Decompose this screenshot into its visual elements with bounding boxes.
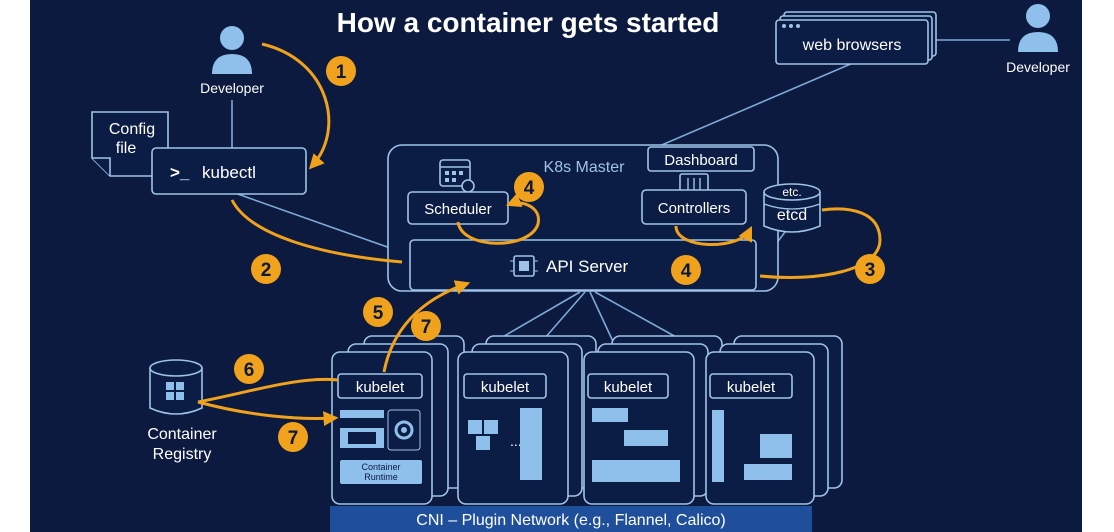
scheduler-label: Scheduler (424, 201, 492, 218)
kubectl-box[interactable] (151, 147, 307, 195)
developer-left-label: Developer (200, 80, 264, 96)
step-badge-1 (326, 56, 356, 86)
node-2-ellipsis: ... (510, 433, 522, 449)
node-4-kubelet-label: kubelet (727, 379, 776, 396)
container-icon (340, 410, 384, 448)
etcd-database-icon (763, 183, 821, 233)
node-4-pod-block-2 (760, 434, 792, 458)
step-badge-3-label: 3 (865, 260, 876, 281)
etc-label: etc. (782, 185, 801, 199)
step-badge-7b (278, 422, 308, 452)
step-badge-6-label: 6 (244, 360, 255, 381)
chip-icon (510, 255, 538, 277)
node-2-kubelet-box[interactable] (463, 373, 547, 399)
web-browsers-icon (775, 11, 937, 65)
node-3-pod-block-3 (592, 460, 680, 482)
node-2-kubelet-label: kubelet (481, 379, 530, 396)
container-runtime-label-line2: Runtime (364, 472, 398, 482)
arrow-step-7 (197, 400, 339, 427)
controllers-label: Controllers (658, 200, 731, 217)
step-badge-5-label: 5 (373, 303, 384, 324)
arrow-step-4-controllers (674, 225, 753, 246)
node-2: kubelet ... (457, 335, 597, 505)
diagram-title: How a container gets started (337, 7, 720, 38)
node-4-pod-block-3 (744, 464, 792, 480)
container-runtime-label-line1: Container (361, 462, 400, 472)
developer-left-person-icon (212, 26, 252, 74)
node-3-pod-block-2 (624, 430, 668, 446)
node-2-pod-block (520, 408, 542, 480)
step-badge-7a (411, 311, 441, 341)
gear-icon (387, 409, 421, 451)
step-badge-7b-label: 7 (288, 428, 299, 449)
arrow-step-2 (230, 199, 403, 264)
step-badge-5 (363, 297, 393, 327)
api-server-box[interactable] (409, 239, 757, 291)
node-3-kubelet-label: kubelet (604, 379, 653, 396)
node-1-kubelet-label: kubelet (356, 379, 405, 396)
cni-bar (330, 506, 812, 532)
container-runtime-box (340, 460, 422, 484)
step-badge-4a (514, 172, 544, 202)
container-registry-icon (149, 359, 203, 415)
arrow-step-6 (197, 377, 339, 404)
step-badge-2 (251, 254, 281, 284)
step-badge-7a-label: 7 (421, 317, 432, 338)
config-file-label-line2: file (116, 140, 137, 157)
step-badge-6 (234, 354, 264, 384)
step-badges: 1 2 3 4 4 5 6 7 7 (234, 56, 885, 452)
kubectl-api-line (231, 191, 411, 256)
cni-label: CNI – Plugin Network (e.g., Flannel, Cal… (416, 512, 725, 529)
web-browsers-label: web browsers (802, 37, 902, 54)
cubes-icon (468, 420, 498, 450)
arrow-step-5 (382, 280, 471, 373)
node-1: kubelet Container Runtime (331, 335, 465, 505)
flow-arrows (197, 42, 882, 427)
node-4: kubelet (705, 335, 843, 505)
controllers-box[interactable] (641, 189, 747, 225)
developer-right-label: Developer (1006, 59, 1070, 75)
node-4-pod-block-1 (712, 410, 724, 482)
browser-dashboard-line (649, 59, 861, 151)
container-registry-label-line1: Container (147, 426, 217, 443)
step-badge-4b (671, 255, 701, 285)
container-registry-label-line2: Registry (153, 446, 212, 463)
step-badge-1-label: 1 (336, 62, 347, 83)
node-3-pod-block-1 (592, 408, 628, 422)
dashboard-label: Dashboard (664, 152, 737, 169)
config-file-label-line1: Config (109, 121, 155, 138)
dashboard-box[interactable] (647, 146, 755, 172)
etcd-label: etcd (777, 207, 807, 224)
calendar-gear-icon (439, 159, 475, 193)
node-3: kubelet (583, 335, 723, 505)
arrow-step-4-scheduler (456, 193, 540, 245)
developer-right-person-icon (1018, 4, 1058, 52)
step-badge-4b-label: 4 (681, 261, 692, 282)
terminal-prompt-icon: >_ (170, 163, 190, 182)
step-badge-2-label: 2 (261, 260, 272, 281)
arrow-step-1 (261, 42, 331, 170)
arrow-step-3 (759, 207, 882, 279)
api-server-label: API Server (546, 257, 629, 276)
node-3-kubelet-box[interactable] (587, 373, 669, 399)
kubectl-label: kubectl (202, 163, 256, 182)
step-badge-4a-label: 4 (524, 178, 535, 199)
step-badge-3 (855, 254, 885, 284)
config-file-icon (91, 111, 169, 177)
node-1-kubelet-box[interactable] (337, 373, 423, 399)
k8s-master-label: K8s Master (544, 159, 626, 176)
node-4-kubelet-box[interactable] (709, 373, 793, 399)
